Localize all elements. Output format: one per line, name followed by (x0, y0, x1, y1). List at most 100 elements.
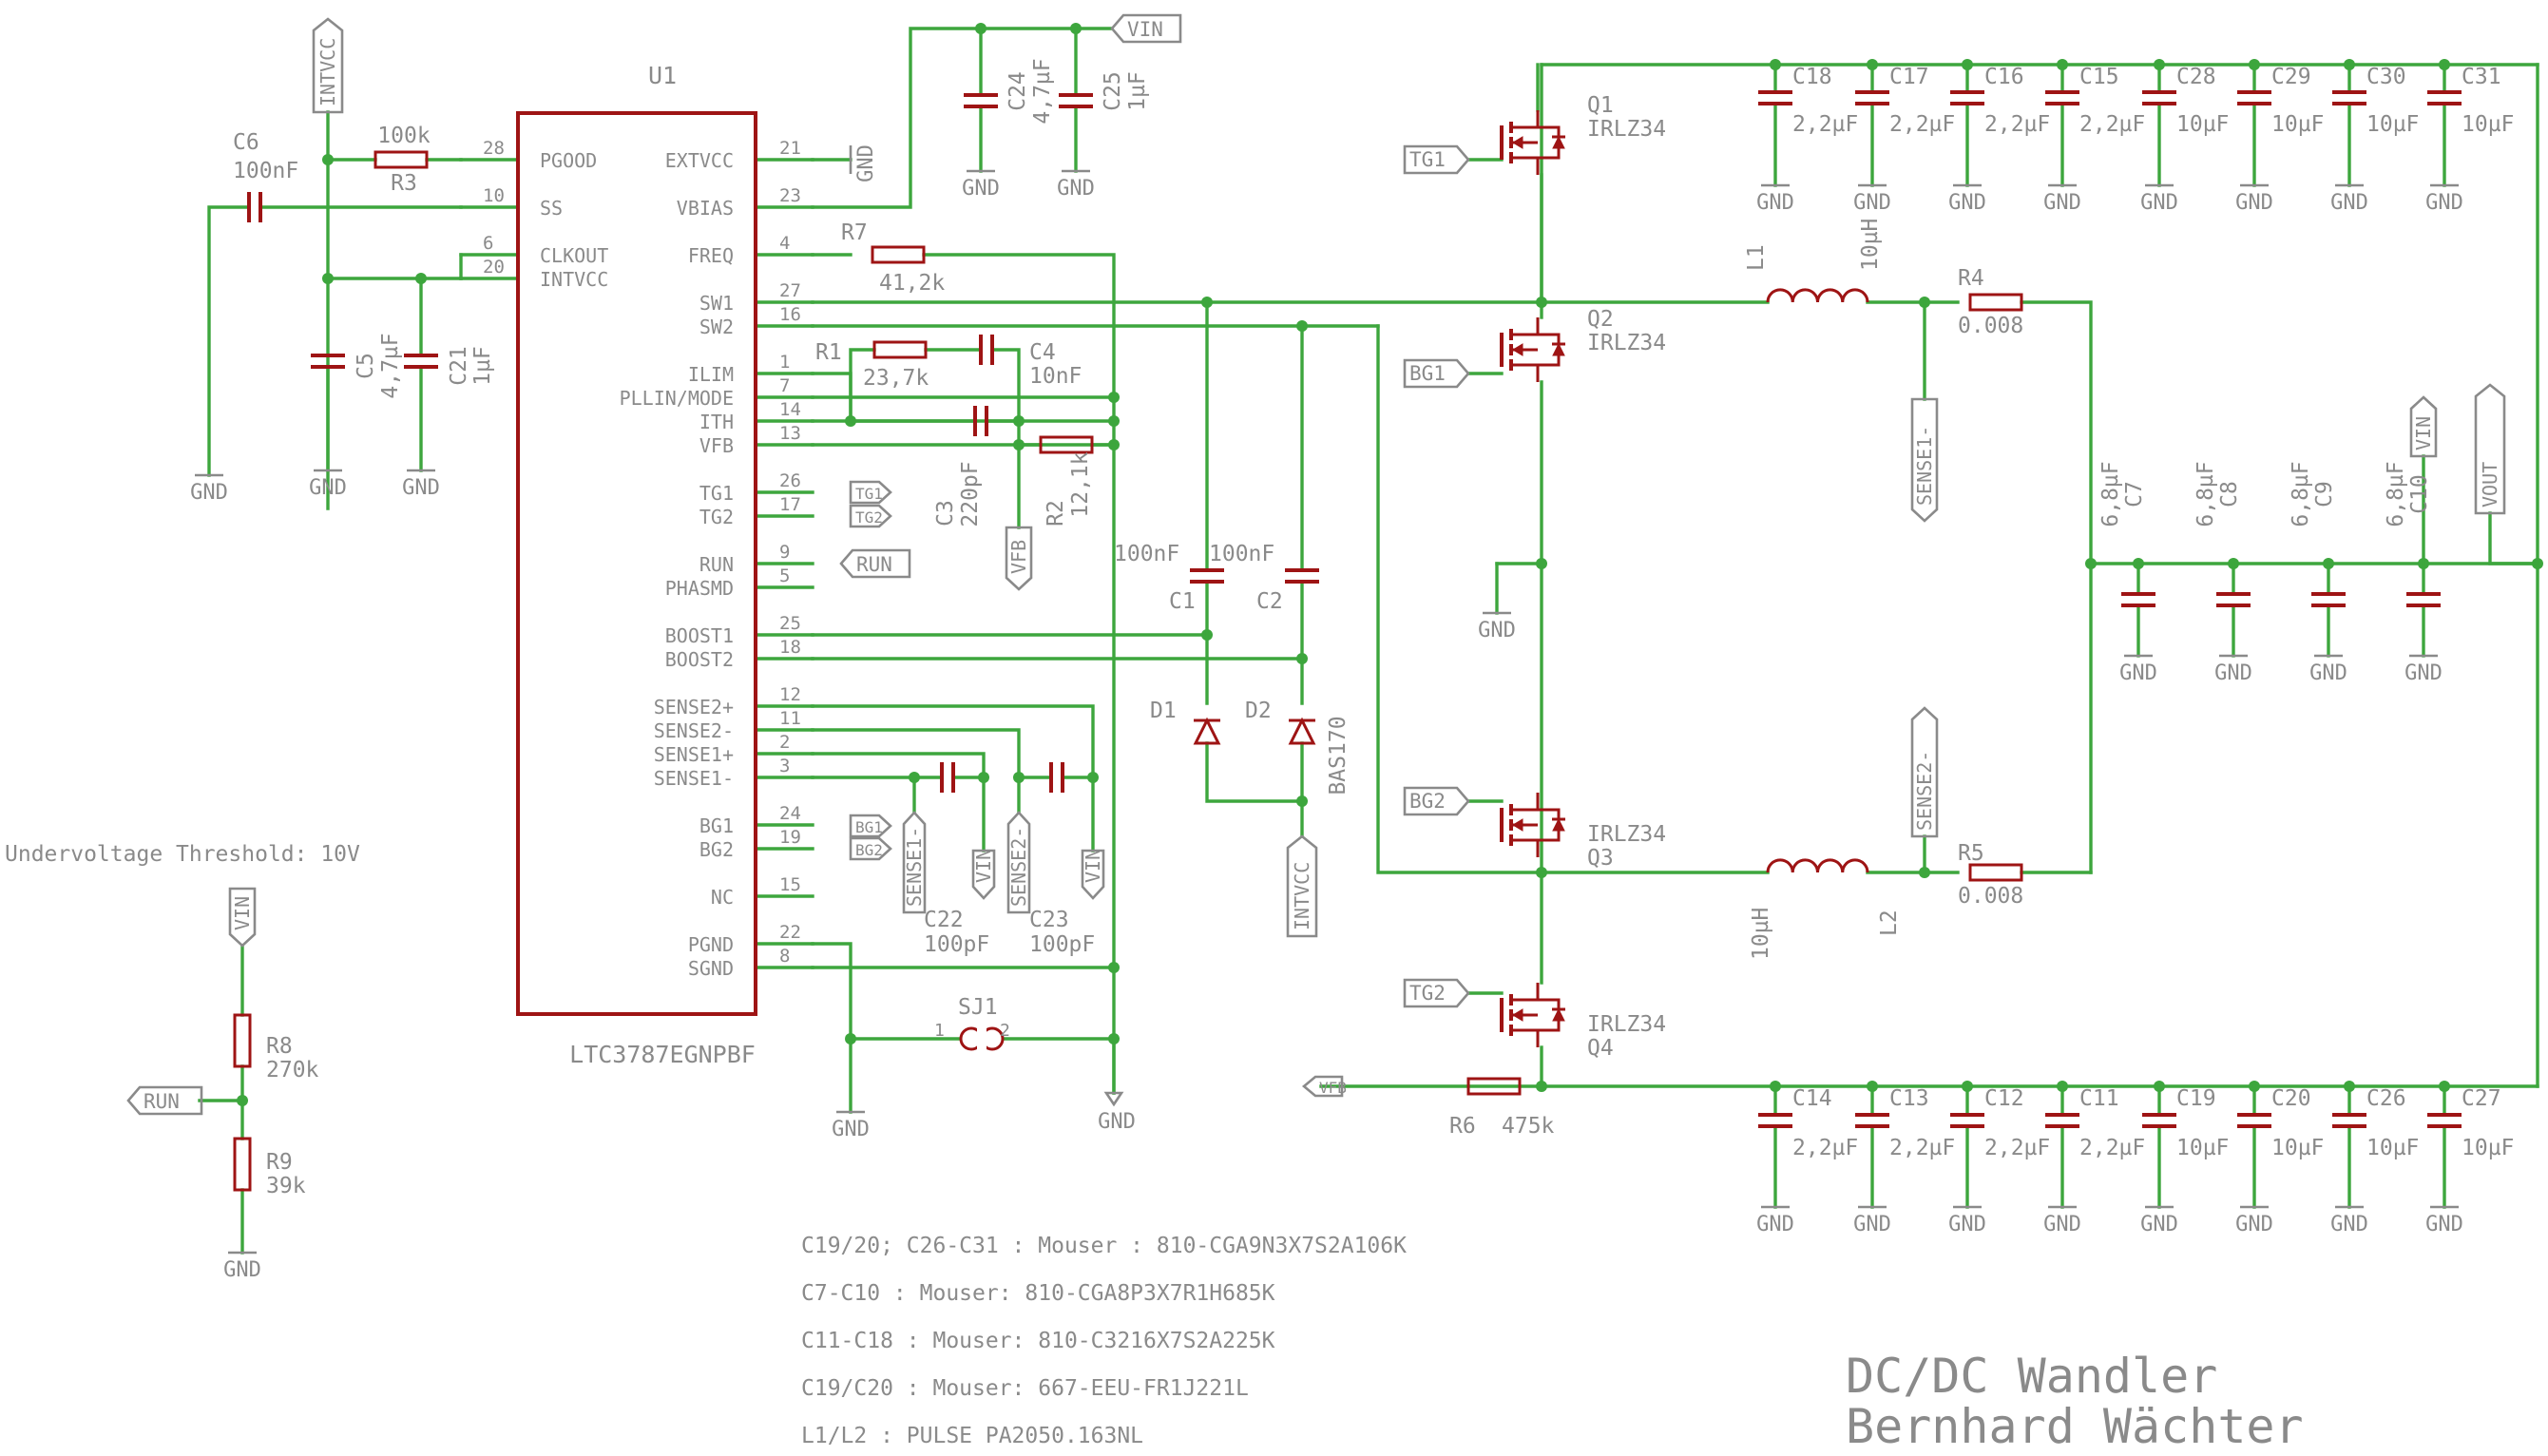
bottom-cap-value: 2,2µF (1792, 1136, 1858, 1160)
mid-cap-value: 6,8µF (2098, 461, 2123, 527)
tag-vin-divider-text: VIN (231, 896, 254, 930)
gnd-label: GND (2330, 191, 2368, 215)
ic-pin-name: TG1 (699, 482, 734, 505)
ic-pin-number: 2 (779, 732, 790, 753)
gnd-label: GND (1948, 191, 1986, 215)
gnd-label: GND (1756, 191, 1794, 215)
resistor-r7 (871, 245, 926, 264)
l2-value: 10µH (1749, 908, 1773, 960)
mid-cap-name: C7 (2122, 481, 2147, 508)
r4-name: R4 (1958, 266, 1984, 291)
tag-run-divider (126, 1085, 203, 1116)
tag-vfb-left-text: VFB (1007, 540, 1030, 574)
ic-pin-name: VBIAS (677, 197, 734, 220)
junction-dot (1087, 772, 1099, 783)
tag-tg2-q4-text: TG2 (1409, 982, 1446, 1005)
bottom-cap-name: C26 (2366, 1086, 2406, 1111)
gnd-label: GND (190, 481, 228, 505)
diode-d2 (1288, 717, 1316, 745)
tag-vfb-bottom-text: VFB (1319, 1079, 1347, 1097)
wire (811, 27, 1114, 209)
gnd-label: GND (854, 144, 878, 182)
q4-name: Q4 (1587, 1036, 1614, 1061)
l2-name: L2 (1877, 910, 1902, 936)
title-line2: Bernhard Wächter (1846, 1399, 2304, 1454)
wire (811, 942, 962, 1041)
bottom-cap-name: C14 (1792, 1086, 1832, 1111)
gnd-label: GND (2425, 1213, 2463, 1236)
c24-name: C24 (1006, 71, 1030, 111)
tag-bg2-q3-text: BG2 (1409, 790, 1446, 813)
mosfet-q2 (1511, 363, 1540, 382)
bottom-cap-value: 2,2µF (2079, 1136, 2145, 1160)
top-cap-name: C29 (2271, 65, 2311, 89)
tag-run-divider-text: RUN (144, 1090, 180, 1113)
mosfet-q2 (1552, 342, 1565, 356)
ic-pin-number: 8 (779, 946, 790, 967)
c21-value: 1µF (470, 346, 495, 386)
c24-value: 4,7µF (1030, 58, 1055, 124)
junction-dot (1108, 392, 1120, 403)
gnd-label: GND (2425, 191, 2463, 215)
gnd-label: GND (2043, 191, 2081, 215)
gnd-label: GND (1853, 1213, 1891, 1236)
gnd-label: GND (2309, 661, 2347, 685)
ic-u1-body (516, 111, 757, 1016)
gnd-label: GND (402, 476, 440, 500)
gnd-label: GND (1098, 1110, 1136, 1134)
mosfet-q3 (1512, 818, 1523, 832)
resistor-r3 (374, 150, 429, 169)
top-cap-name: C31 (2462, 65, 2501, 89)
top-cap-value: 10µF (2271, 112, 2324, 137)
tag-vin-mid-text: VIN (2412, 416, 2435, 450)
ic-u1-name: U1 (648, 62, 677, 89)
c22-name: C22 (924, 908, 964, 932)
gnd-label: GND (2214, 661, 2252, 685)
mosfet-q1 (1511, 156, 1540, 175)
wire (2020, 300, 2093, 874)
top-cap-name: C16 (1984, 65, 2024, 89)
ic-pin-number: 21 (779, 138, 801, 159)
ic-pin-number: 27 (779, 280, 801, 301)
tag-vin-c22 (971, 849, 996, 900)
bottom-cap-name: C19 (2176, 1086, 2216, 1111)
resistor-r2 (1039, 435, 1094, 454)
ic-pin-name: SW2 (699, 316, 734, 338)
tag-bg1-ic (849, 814, 892, 838)
resistor-r4 (1968, 293, 2023, 312)
r7-name: R7 (841, 220, 868, 245)
gnd-label: GND (1057, 177, 1095, 201)
wire (1376, 324, 1543, 874)
mid-cap-value: 6,8µF (2194, 461, 2218, 527)
ic-pin-name: SENSE2+ (654, 696, 734, 718)
ic-pin-name: SS (540, 197, 563, 220)
bom-note: L1/L2 : PULSE PA2050.163NL (801, 1424, 1143, 1448)
ic-pin-name: SW1 (699, 292, 734, 315)
tag-bg1-q2 (1403, 358, 1470, 389)
tag-tg1-ic (849, 480, 892, 505)
bottom-cap-name: C27 (2462, 1086, 2501, 1111)
r6-value: 475k (1502, 1114, 1555, 1139)
mosfet-q2 (1512, 343, 1523, 356)
gnd-label: GND (309, 476, 347, 500)
tag-tg2-ic (849, 504, 892, 528)
gnd-label: GND (2043, 1213, 2081, 1236)
r9-name: R9 (266, 1150, 293, 1175)
ic-pin-name: TG2 (699, 506, 734, 528)
ic-pin-number: 28 (483, 138, 505, 159)
c23-value: 100pF (1029, 932, 1095, 957)
gnd-label: GND (2404, 661, 2443, 685)
mosfet-q4 (1511, 1028, 1540, 1047)
bottom-cap-value: 10µF (2176, 1136, 2229, 1160)
tag-sense2-l2-text: SENSE2- (1913, 751, 1936, 831)
r9-value: 39k (266, 1174, 306, 1198)
tag-sense2-ic (1006, 811, 1031, 914)
c23-name: C23 (1029, 908, 1069, 932)
wire (207, 205, 251, 477)
ic-pin-number: 23 (779, 185, 801, 206)
ic-pin-number: 10 (483, 185, 505, 206)
top-cap-name: C15 (2079, 65, 2119, 89)
gnd-label: GND (1478, 619, 1516, 642)
ic-pin-number: 24 (779, 803, 801, 824)
